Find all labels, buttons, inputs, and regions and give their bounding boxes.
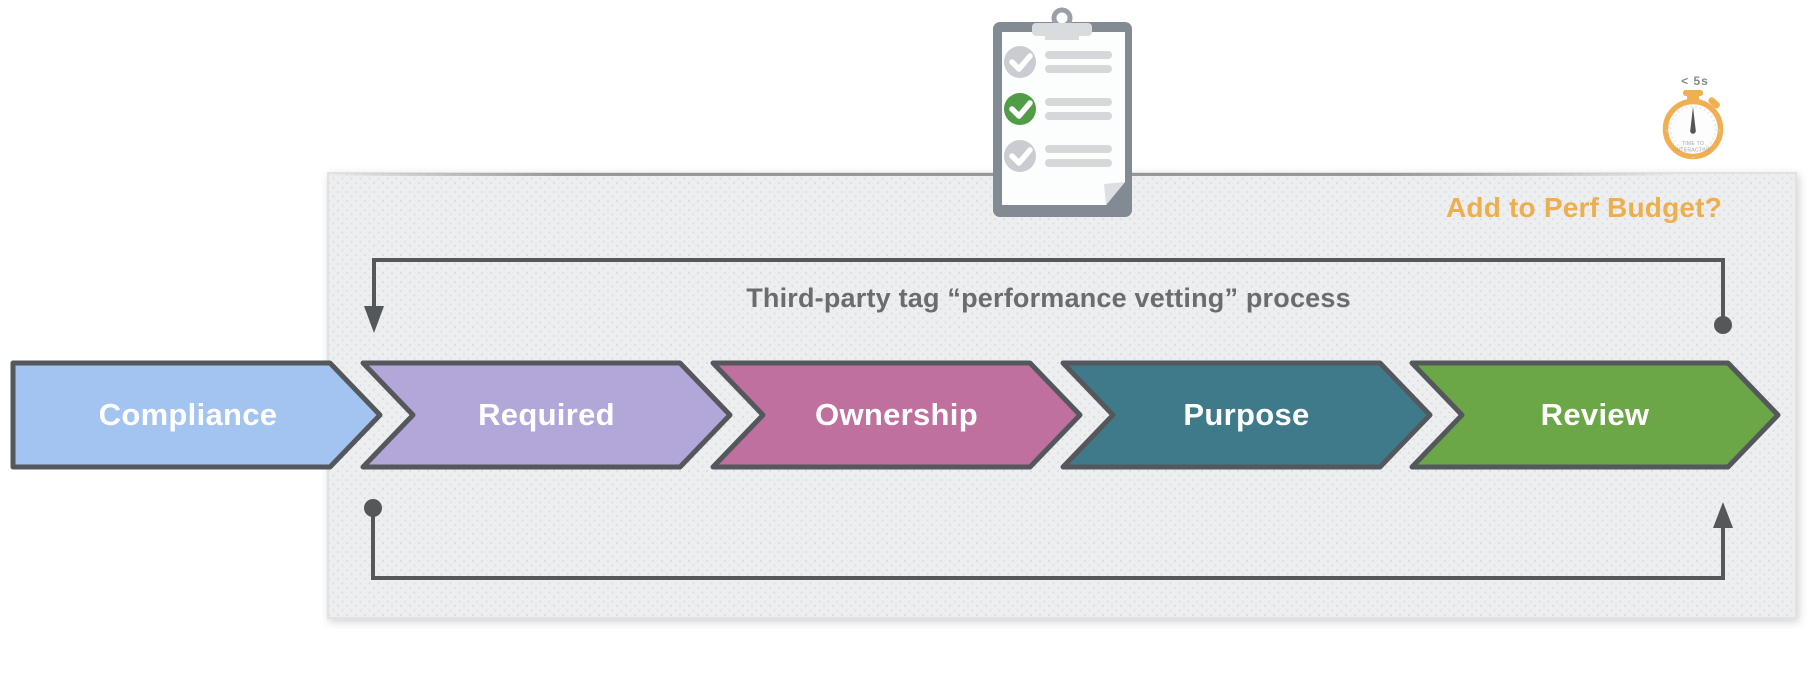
check-circle-icon [1004, 93, 1036, 125]
stopwatch-needle-hub [1690, 128, 1696, 134]
loop-arrow-bottom [364, 499, 1733, 580]
stage-arrow-review [1409, 360, 1781, 470]
perf-budget-question: Add to Perf Budget? [1446, 192, 1722, 223]
stopwatch-side-nub [1708, 97, 1720, 109]
list-line [1045, 112, 1112, 120]
dial-tick-mark: + [1691, 155, 1695, 162]
list-line [1045, 98, 1112, 106]
checklist-row [1004, 46, 1112, 78]
stage-arrow-ownership [710, 360, 1083, 470]
paper-fold [1104, 182, 1125, 205]
connector-dot [1714, 316, 1732, 334]
checklist-row [1004, 93, 1112, 125]
checklist-clipboard-icon [993, 7, 1132, 217]
stage-label-ownership: Ownership [815, 397, 978, 432]
dial-tick-mark: + [1665, 128, 1669, 135]
list-line [1045, 159, 1112, 167]
stopwatch-needle-icon [1690, 106, 1696, 131]
loop-top-line [372, 258, 1725, 317]
stage-arrow-purpose [1060, 360, 1433, 470]
stopwatch-dial-text: TIME TO [1682, 141, 1704, 147]
checkmark-icon [1009, 53, 1033, 72]
list-line [1045, 51, 1112, 59]
stage-arrow-required [360, 360, 733, 470]
checklist-row [1004, 140, 1112, 172]
checkmark-icon [1009, 100, 1033, 119]
clipboard-clip [1032, 23, 1092, 36]
loop-bottom-line [371, 514, 1725, 580]
arrowhead-up-icon [1713, 502, 1733, 528]
arrowhead-down-icon [364, 306, 384, 333]
stage-label-review: Review [1540, 397, 1650, 432]
list-line [1045, 65, 1112, 73]
stage-label-compliance: Compliance [98, 397, 278, 432]
connector-dot [364, 499, 382, 517]
stopwatch-tick-ring [1669, 105, 1717, 153]
diagram-title: Third-party tag “performance vetting” pr… [746, 283, 1351, 313]
stage-label-required: Required [478, 397, 615, 432]
list-line [1045, 145, 1112, 153]
dial-tick-mark: + [1717, 128, 1721, 135]
stopwatch-time-label: < 5s [1681, 74, 1709, 88]
checkmark-icon [1009, 147, 1033, 166]
check-circle-icon [1004, 46, 1036, 78]
stage-label-purpose: Purpose [1183, 397, 1310, 432]
stage-arrow-compliance [10, 360, 383, 470]
loop-arrow-top [364, 258, 1732, 334]
check-circle-icon [1004, 140, 1036, 172]
clipboard-clip-base [1045, 34, 1079, 40]
stopwatch-icon: + + + TIME TO INTERACTIVE [1662, 90, 1724, 162]
stopwatch-dial-text: INTERACTIVE [1675, 148, 1712, 154]
